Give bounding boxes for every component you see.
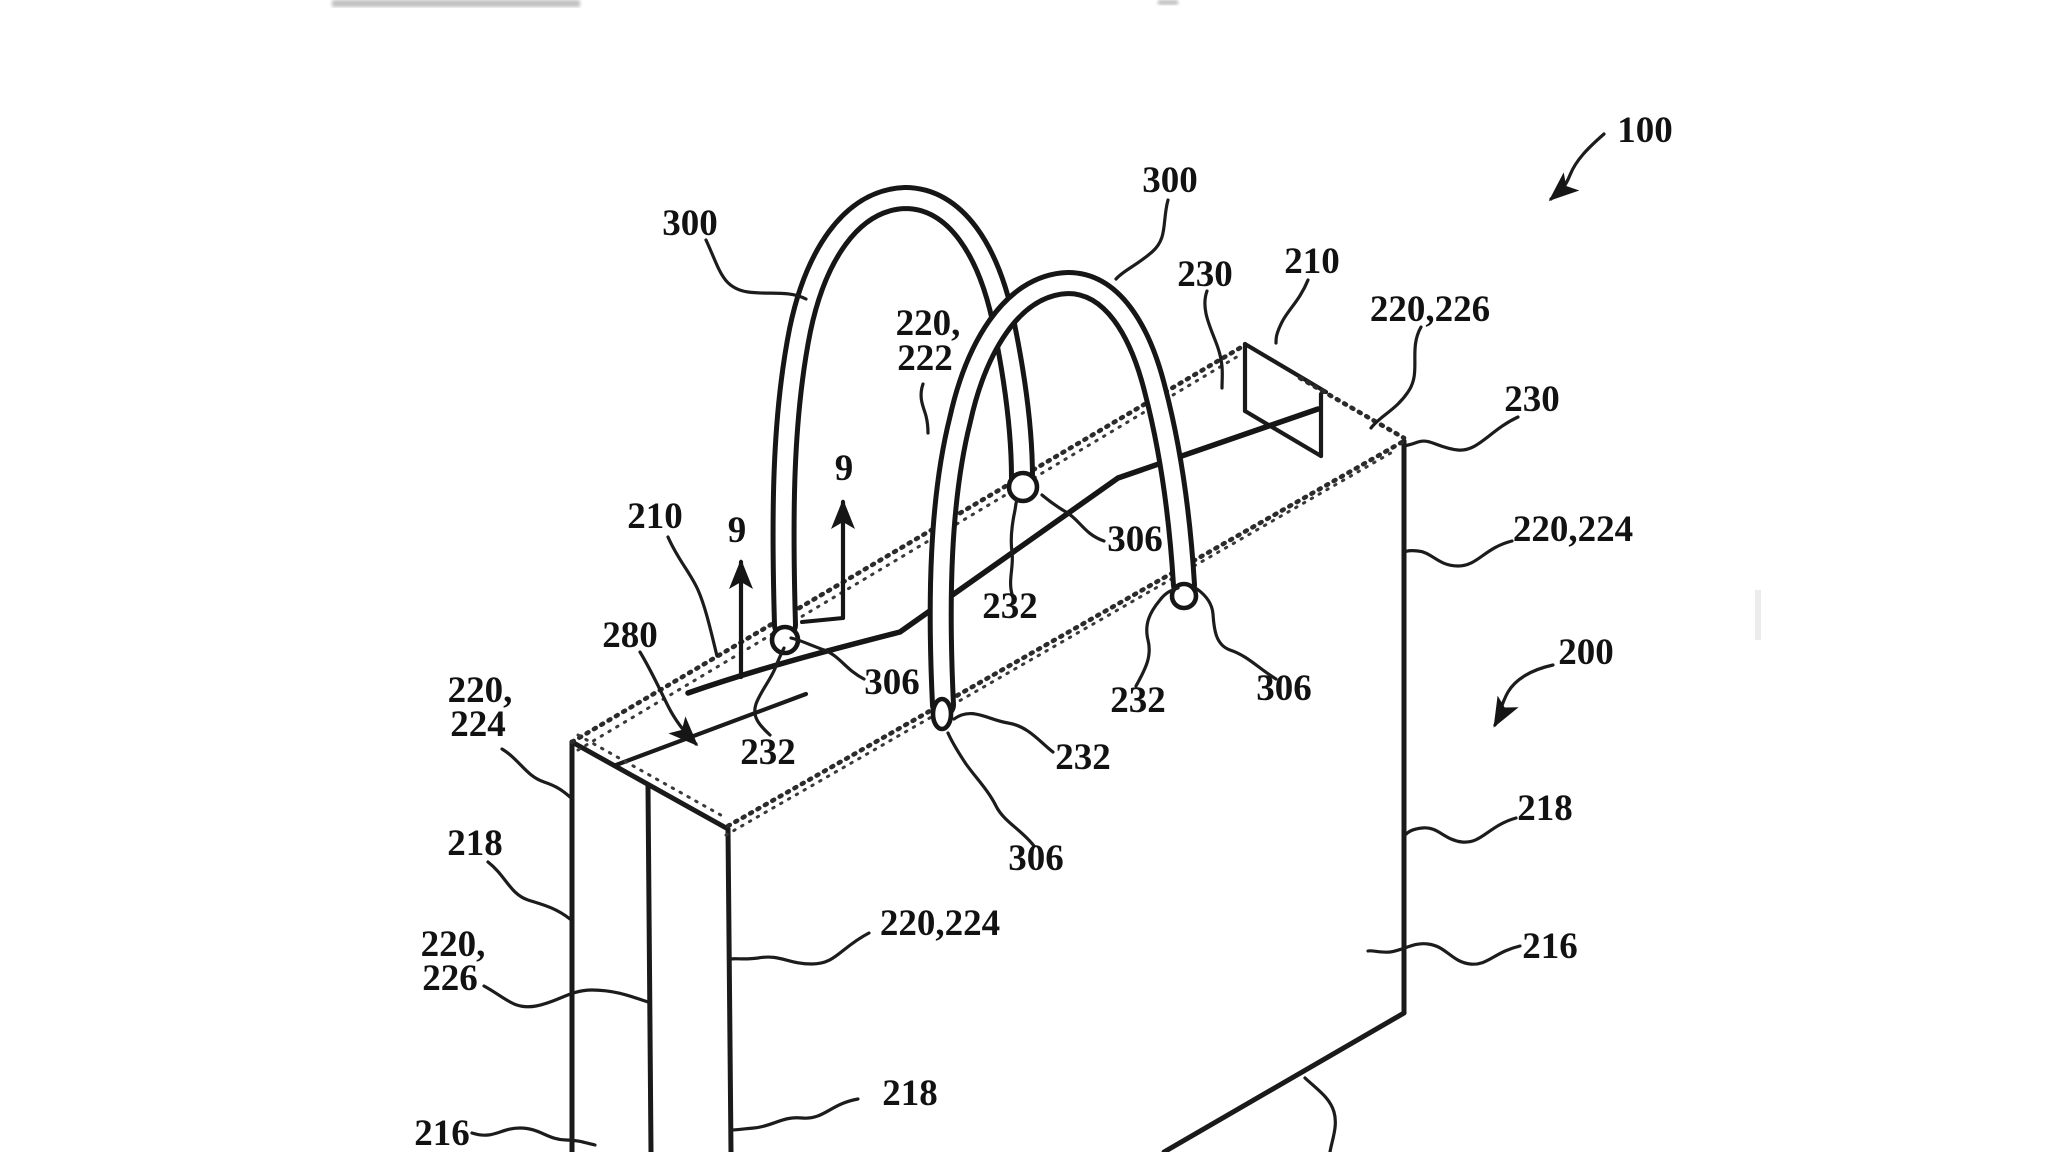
inner-hem-crease bbox=[685, 406, 1321, 696]
callout-232-front-left: 232 bbox=[1055, 737, 1111, 778]
anchor-back-right bbox=[1006, 470, 1040, 504]
cropped-header-text-fragment bbox=[332, 0, 580, 7]
leader-ref-218-left bbox=[486, 860, 572, 921]
callout-220-224-left-line2: 224 bbox=[450, 704, 506, 745]
leader-ref-220-222 bbox=[919, 382, 930, 435]
callout-306-back-right: 306 bbox=[1107, 519, 1163, 560]
callout-218-left: 218 bbox=[447, 823, 503, 864]
leader-ref-306-back-right bbox=[1040, 493, 1106, 543]
callout-220-226-left-line2: 226 bbox=[422, 958, 478, 999]
left-gusset-fold-edge bbox=[645, 783, 654, 1152]
leader-ref-220-226-left bbox=[482, 984, 650, 1009]
back-rim-stipple-row2 bbox=[576, 353, 1242, 752]
callout-216-right: 216 bbox=[1522, 926, 1578, 967]
front-left-vertical-edge bbox=[725, 826, 734, 1152]
callout-306-front-right: 306 bbox=[1256, 668, 1312, 709]
anchor-front-right bbox=[1169, 581, 1199, 611]
right-gusset-top-stipple bbox=[1297, 375, 1407, 441]
leader-cut-off-bottom bbox=[1303, 1076, 1337, 1152]
left-gusset-top-stipple bbox=[576, 733, 728, 820]
callout-220-224-right: 220,224 bbox=[1513, 509, 1633, 550]
bag-body-outline bbox=[569, 341, 1407, 1152]
leader-ref-220-224-bottom bbox=[728, 931, 871, 966]
leader-ref-306-front-left bbox=[946, 731, 1036, 848]
leader-lines bbox=[470, 132, 1606, 1152]
leader-ref-216-left bbox=[470, 1126, 597, 1147]
leader-ref-230-right bbox=[1402, 415, 1520, 452]
callout-280: 280 bbox=[602, 615, 658, 656]
leader-ref-232-front-left bbox=[952, 712, 1055, 754]
callout-230-right: 230 bbox=[1504, 379, 1560, 420]
front-rim-stipple bbox=[725, 438, 1407, 829]
leader-ref-232-back-right bbox=[1008, 498, 1019, 596]
callout-9-left: 9 bbox=[728, 510, 747, 551]
leader-ref-230-top bbox=[1203, 289, 1224, 390]
leader-ref-220-224-left bbox=[500, 747, 572, 799]
scan-streak bbox=[1755, 590, 1761, 640]
callout-306-front-left: 306 bbox=[1008, 838, 1064, 879]
callout-210-right: 210 bbox=[1284, 241, 1340, 282]
leader-ref-218-bottom bbox=[729, 1097, 860, 1132]
bottom-front-edge bbox=[1161, 1010, 1407, 1152]
callout-220-226-right: 220,226 bbox=[1370, 289, 1490, 330]
leader-ref-300-right bbox=[1114, 198, 1170, 281]
leader-ref-100 bbox=[1548, 132, 1606, 201]
front-handle-strap-fill bbox=[932, 274, 1192, 713]
bag-handles bbox=[769, 184, 1199, 732]
leader-ref-200 bbox=[1493, 663, 1555, 728]
callout-216-left: 216 bbox=[414, 1113, 470, 1152]
callout-300-left: 300 bbox=[662, 203, 718, 244]
callout-220-224-left-line1: 220, bbox=[448, 670, 513, 711]
callout-220-226-left-line1: 220, bbox=[421, 924, 486, 965]
stippled-rim-edges bbox=[569, 342, 1407, 837]
leader-ref-210-left bbox=[666, 535, 719, 658]
callout-220-224-bottom: 220,224 bbox=[880, 903, 1000, 944]
callout-232-back-right: 232 bbox=[982, 586, 1038, 627]
section-line-segment bbox=[800, 616, 845, 624]
anchor-front-left bbox=[930, 696, 954, 732]
leader-ref-232-back-left bbox=[753, 646, 786, 737]
callout-218-bottom: 218 bbox=[882, 1073, 938, 1114]
leader-ref-210-right bbox=[1274, 278, 1310, 345]
callout-210-left: 210 bbox=[627, 496, 683, 537]
callout-220-222-line1: 220, bbox=[896, 303, 961, 344]
back-rim-stipple bbox=[569, 342, 1248, 745]
front-rim-stipple-row2 bbox=[724, 448, 1398, 837]
inner-left-gusset-line bbox=[613, 691, 809, 768]
leader-ref-218-right bbox=[1403, 816, 1518, 844]
leader-ref-220-226-right bbox=[1369, 325, 1423, 430]
reference-numerals: 100 300 300 220, 222 230 210 220,226 230… bbox=[414, 110, 1673, 1152]
scan-artifacts bbox=[332, 0, 1761, 640]
leader-ref-232-front-right bbox=[1134, 586, 1180, 688]
callout-306-back-left: 306 bbox=[864, 662, 920, 703]
right-gusset-inner-slant bbox=[1242, 408, 1324, 459]
callout-232-front-right: 232 bbox=[1110, 680, 1166, 721]
back-handle-strap-fill bbox=[775, 189, 1030, 633]
leader-ref-216-right bbox=[1366, 942, 1522, 966]
right-gusset-top-outer bbox=[1242, 341, 1329, 395]
section-line-9-9 bbox=[729, 499, 855, 680]
callout-232-back-left: 232 bbox=[740, 732, 796, 773]
leader-ref-280 bbox=[638, 650, 699, 747]
leader-ref-300-left bbox=[704, 238, 808, 301]
leader-ref-306-front-right bbox=[1195, 587, 1278, 681]
callout-218-right: 218 bbox=[1517, 788, 1573, 829]
callout-9-right: 9 bbox=[835, 448, 854, 489]
callout-200: 200 bbox=[1558, 632, 1614, 673]
callout-100: 100 bbox=[1617, 110, 1673, 151]
callout-220-222-line2: 222 bbox=[897, 338, 953, 379]
callout-230-top: 230 bbox=[1177, 254, 1233, 295]
leader-ref-220-224-right bbox=[1402, 539, 1514, 568]
callout-300-right: 300 bbox=[1142, 160, 1198, 201]
cropped-header-mark bbox=[1158, 0, 1178, 5]
leader-ref-306-back-left bbox=[789, 636, 866, 681]
